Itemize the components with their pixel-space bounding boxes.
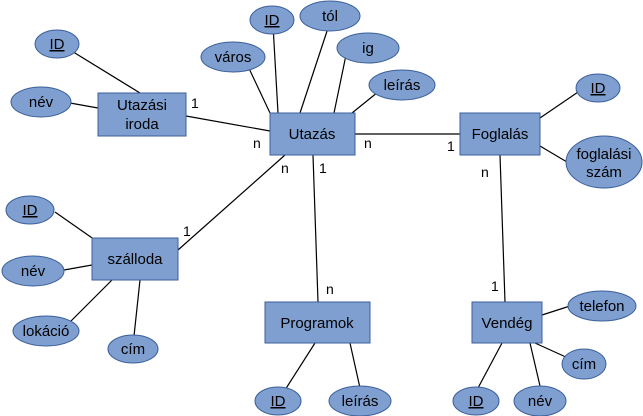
attr-utazas-tol-label: tól xyxy=(322,8,338,25)
line-szalloda-lokacio xyxy=(69,279,113,323)
attr-foglalas-szam-line2: szám xyxy=(586,164,622,181)
attr-szalloda-id-label: ID xyxy=(23,202,38,219)
card-utazas-iroda-side: n xyxy=(253,135,261,151)
line-utazas-tol xyxy=(299,21,331,114)
line-vendeg-telefon xyxy=(541,305,571,316)
entity-vendeg-label: Vendég xyxy=(482,315,533,332)
attr-foglalas-id[interactable]: ID xyxy=(575,73,621,103)
attr-vendeg-id[interactable]: ID xyxy=(452,386,500,416)
entity-utazasi-iroda-line1: Utazási xyxy=(117,97,167,114)
card-iroda-side: 1 xyxy=(191,95,199,111)
line-szalloda-nev xyxy=(63,264,93,271)
card-szalloda-side: 1 xyxy=(183,223,191,239)
card-foglalas-vendeg-side: n xyxy=(481,164,489,180)
line-utazas-id xyxy=(272,24,279,114)
line-iroda-utazas xyxy=(185,115,271,132)
card-program-side: n xyxy=(326,281,334,297)
attr-szalloda-nev[interactable]: név xyxy=(1,255,65,287)
attr-iroda-id-label: ID xyxy=(50,36,65,53)
entity-foglalas-label: Foglalás xyxy=(472,126,529,143)
attr-utazas-ig-label: ig xyxy=(362,40,374,57)
line-vendeg-cim xyxy=(534,342,569,359)
attr-utazas-leiras[interactable]: leírás xyxy=(368,69,436,101)
attr-szalloda-id[interactable]: ID xyxy=(5,195,55,225)
attr-vendeg-telefon-label: telefon xyxy=(579,298,624,315)
entity-programok-label: Programok xyxy=(280,315,354,332)
attr-vendeg-telefon[interactable]: telefon xyxy=(567,290,637,322)
attr-vendeg-cim-label: cím xyxy=(572,356,596,373)
line-utazas-ig xyxy=(333,54,347,114)
attr-vendeg-nev-label: név xyxy=(528,393,553,410)
attr-utazas-id-label: ID xyxy=(265,12,280,29)
line-vendeg-id xyxy=(477,342,503,389)
attr-utazas-leiras-label: leírás xyxy=(384,77,421,94)
attr-vendeg-cim[interactable]: cím xyxy=(561,348,607,380)
attr-utazas-tol[interactable]: tól xyxy=(299,0,361,32)
attr-program-leiras-label: leírás xyxy=(342,393,379,410)
attr-program-leiras[interactable]: leírás xyxy=(328,385,392,416)
card-foglalas-utazas-side: 1 xyxy=(447,138,455,154)
entity-vendeg[interactable]: Vendég xyxy=(471,301,543,344)
attr-szalloda-cim-label: cím xyxy=(121,341,145,358)
line-iroda-id xyxy=(69,49,141,94)
card-vendeg-side: 1 xyxy=(491,278,499,294)
entity-utazas-label: Utazás xyxy=(289,126,336,143)
line-utazas-varos xyxy=(245,61,271,114)
entity-utazas[interactable]: Utazás xyxy=(269,112,356,156)
attr-szalloda-lokacio[interactable]: lokáció xyxy=(12,315,80,347)
attr-utazas-ig[interactable]: ig xyxy=(336,32,400,64)
line-foglalas-vendeg xyxy=(499,154,506,303)
entity-szalloda-label: szálloda xyxy=(107,251,163,268)
line-utazas-szalloda xyxy=(177,154,286,251)
attr-program-id-label: ID xyxy=(271,393,286,410)
attr-utazas-varos-label: város xyxy=(215,49,252,66)
attr-foglalas-id-label: ID xyxy=(591,80,606,97)
attr-foglalas-szam-line1: foglalási xyxy=(576,146,631,163)
attr-iroda-nev[interactable]: név xyxy=(10,86,72,118)
attr-utazas-id[interactable]: ID xyxy=(249,5,295,35)
entity-programok[interactable]: Programok xyxy=(264,301,371,344)
attr-iroda-nev-label: név xyxy=(29,94,54,111)
attr-vendeg-id-label: ID xyxy=(469,393,484,410)
attr-szalloda-cim[interactable]: cím xyxy=(107,334,159,364)
card-utazas-szalloda-side: n xyxy=(281,160,289,176)
line-vendeg-nev xyxy=(529,342,541,387)
attr-utazas-varos[interactable]: város xyxy=(200,41,266,73)
attr-foglalas-szam[interactable]: foglalási szám xyxy=(565,135,643,189)
line-szalloda-id xyxy=(54,211,96,241)
attr-vendeg-nev[interactable]: név xyxy=(513,385,567,416)
line-iroda-nev xyxy=(69,102,99,109)
card-utazas-foglalas-side: n xyxy=(364,135,372,151)
card-utazas-program-side: 1 xyxy=(319,160,327,176)
cardinality-labels: 1 n n 1 n 1 1 n n 1 xyxy=(183,95,499,297)
entity-utazasi-iroda-line2: iroda xyxy=(125,116,159,133)
attr-iroda-id[interactable]: ID xyxy=(34,29,80,59)
attr-szalloda-lokacio-label: lokáció xyxy=(23,323,70,340)
line-program-id xyxy=(284,342,316,391)
line-program-leiras xyxy=(349,342,361,389)
attr-szalloda-nev-label: név xyxy=(21,263,46,280)
entity-foglalas[interactable]: Foglalás xyxy=(459,112,541,156)
line-szalloda-cim xyxy=(133,279,141,337)
entity-szalloda[interactable]: szálloda xyxy=(91,237,179,281)
entity-utazasi-iroda[interactable]: Utazási iroda xyxy=(97,92,187,137)
line-utazas-programok xyxy=(312,154,319,303)
attr-program-id[interactable]: ID xyxy=(254,386,302,416)
line-foglalas-id xyxy=(539,89,582,119)
line-utazas-leiras xyxy=(351,91,379,114)
